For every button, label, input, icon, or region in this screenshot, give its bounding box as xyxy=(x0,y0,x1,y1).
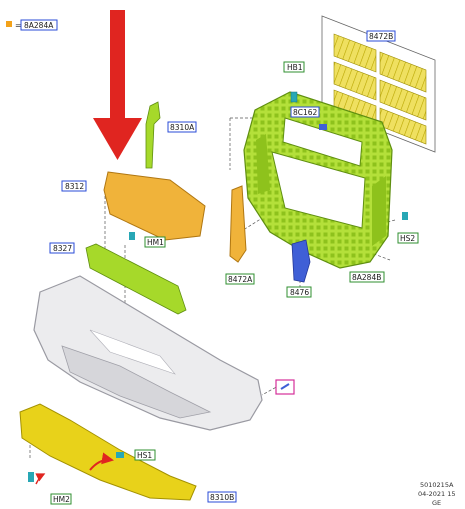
svg-text:8310A: 8310A xyxy=(170,123,195,132)
svg-text:HB1: HB1 xyxy=(287,63,303,72)
callout-8310b: 8310B xyxy=(207,491,237,503)
reinforcement-part-8312 xyxy=(103,171,206,241)
legend-code: 8A284A xyxy=(24,21,54,30)
clip-8c162-icon xyxy=(319,124,327,130)
svg-text:8472A: 8472A xyxy=(228,275,253,284)
callout-8472b: 8472B xyxy=(366,30,396,42)
callout-hs1: HS1 xyxy=(134,449,156,461)
screw-hs1-icon xyxy=(116,452,124,458)
svg-text:HS2: HS2 xyxy=(400,234,415,243)
deflector-part-8472a xyxy=(229,185,247,263)
footer-reference: 5010215A 04-2021 15 GE xyxy=(418,481,456,507)
svg-text:8327: 8327 xyxy=(53,244,72,253)
callout-8a284b: 8A284B xyxy=(349,271,385,283)
red-direction-arrow-2-icon xyxy=(35,473,46,485)
legend-equals: = xyxy=(15,21,21,30)
highlight-clip-icon xyxy=(275,379,295,395)
svg-text:HM1: HM1 xyxy=(147,238,164,247)
legend-swatch xyxy=(6,21,12,27)
callout-hm1: HM1 xyxy=(144,236,166,248)
legend-code-box xyxy=(20,19,58,31)
svg-text:HS1: HS1 xyxy=(137,451,152,460)
screw-hm1-icon xyxy=(129,232,135,240)
callout-8310a: 8310A xyxy=(167,121,197,133)
callout-8312: 8312 xyxy=(61,180,87,192)
callout-hb1: HB1 xyxy=(283,61,305,73)
front-bumper xyxy=(33,275,263,431)
svg-text:8310B: 8310B xyxy=(210,493,234,502)
footer-line-1: 5010215A xyxy=(420,481,454,489)
svg-text:8C162: 8C162 xyxy=(293,108,318,117)
svg-text:8476: 8476 xyxy=(290,288,309,297)
svg-text:8472B: 8472B xyxy=(369,32,393,41)
red-arrow-icon xyxy=(93,10,142,160)
svg-text:HM2: HM2 xyxy=(53,495,70,504)
screw-hm2-icon xyxy=(28,472,34,482)
callout-8476: 8476 xyxy=(286,286,312,298)
screw-hs2-icon xyxy=(402,212,408,220)
callout-8472a: 8472A xyxy=(225,273,255,285)
callout-8c162: 8C162 xyxy=(290,106,320,118)
bracket-part-8310a xyxy=(145,101,161,169)
footer-line-2: 04-2021 15 xyxy=(418,490,456,498)
svg-text:8312: 8312 xyxy=(65,182,84,191)
radiator-support xyxy=(243,91,393,269)
clip-hb1-icon xyxy=(290,91,298,103)
callout-8327: 8327 xyxy=(49,242,75,254)
svg-text:8A284B: 8A284B xyxy=(352,273,381,282)
callout-hm2: HM2 xyxy=(50,493,72,505)
bar-part-8327 xyxy=(85,243,187,315)
deflector-part-8310b xyxy=(19,403,197,501)
red-direction-arrow-icon xyxy=(89,452,114,471)
sensor-part-8476 xyxy=(291,239,311,283)
footer-line-3: GE xyxy=(432,499,441,507)
legend: = 8A284A xyxy=(6,19,58,31)
callout-hs2: HS2 xyxy=(397,232,419,244)
